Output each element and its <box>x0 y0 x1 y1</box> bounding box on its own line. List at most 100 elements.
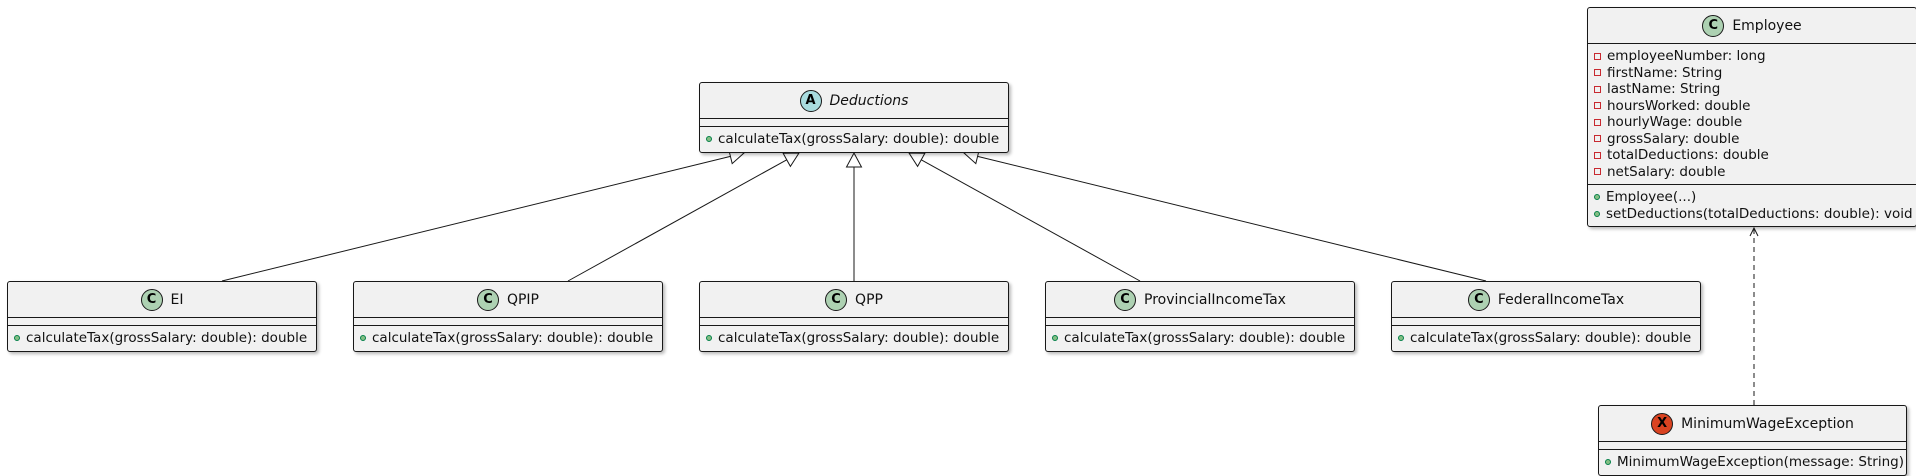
attribute-text: hourlyWage: double <box>1607 114 1743 131</box>
class-ei[interactable]: C EI calculateTax(grossSalary: double): … <box>7 281 317 352</box>
public-visibility-icon <box>14 335 20 342</box>
method-section: calculateTax(grossSalary: double): doubl… <box>1392 325 1700 351</box>
abstract-class-badge-icon: A <box>799 89 822 112</box>
class-qpip[interactable]: C QPIP calculateTax(grossSalary: double)… <box>353 281 663 352</box>
class-header: C QPP <box>700 282 1008 317</box>
class-name: ProvincialIncomeTax <box>1144 291 1286 308</box>
attribute-section <box>1599 441 1906 449</box>
method-section: Employee(...)setDeductions(totalDeductio… <box>1588 184 1916 226</box>
class-name: MinimumWageException <box>1681 415 1854 432</box>
attribute-section <box>354 317 662 325</box>
private-visibility-icon <box>1594 69 1601 77</box>
method-text: calculateTax(grossSalary: double): doubl… <box>718 330 1000 347</box>
public-visibility-icon <box>1605 459 1611 466</box>
inheritance-arrowhead-icon <box>908 152 926 168</box>
attribute-text: netSalary: double <box>1607 163 1726 180</box>
class-badge-icon: C <box>476 288 499 311</box>
inheritance-edge-qpip <box>567 159 787 282</box>
public-visibility-icon <box>360 335 366 342</box>
attribute-section <box>1392 317 1700 325</box>
public-visibility-icon <box>1052 335 1058 342</box>
method-row: Employee(...) <box>1594 189 1910 206</box>
method-text: calculateTax(grossSalary: double): doubl… <box>718 131 1000 148</box>
method-text: MinimumWageException(message: String) <box>1617 454 1904 471</box>
public-visibility-icon <box>1594 194 1600 201</box>
class-header: C Employee <box>1588 8 1916 43</box>
class-header: C EI <box>8 282 316 317</box>
public-visibility-icon <box>706 136 712 143</box>
attribute-row: totalDeductions: double <box>1594 147 1910 164</box>
class-name: FederalIncomeTax <box>1497 291 1625 308</box>
private-visibility-icon <box>1594 118 1601 126</box>
method-section: calculateTax(grossSalary: double): doubl… <box>700 325 1008 351</box>
attribute-text: lastName: String <box>1607 81 1721 98</box>
class-federal-income-tax[interactable]: C FederalIncomeTax calculateTax(grossSal… <box>1391 281 1701 352</box>
method-row: calculateTax(grossSalary: double): doubl… <box>1398 330 1694 347</box>
attribute-row: grossSalary: double <box>1594 131 1910 148</box>
class-provincial-income-tax[interactable]: C ProvincialIncomeTax calculateTax(gross… <box>1045 281 1355 352</box>
public-visibility-icon <box>1594 210 1600 217</box>
class-header: C ProvincialIncomeTax <box>1046 282 1354 317</box>
method-text: setDeductions(totalDeductions: double): … <box>1606 205 1913 222</box>
attribute-section <box>700 317 1008 325</box>
class-qpp[interactable]: C QPP calculateTax(grossSalary: double):… <box>699 281 1009 352</box>
method-row: calculateTax(grossSalary: double): doubl… <box>706 131 1002 148</box>
class-badge-icon: C <box>1114 288 1137 311</box>
attribute-row: lastName: String <box>1594 81 1910 98</box>
public-visibility-icon <box>706 335 712 342</box>
method-section: calculateTax(grossSalary: double): doubl… <box>8 325 316 351</box>
attribute-row: hoursWorked: double <box>1594 98 1910 115</box>
attribute-section <box>1046 317 1354 325</box>
class-header: A Deductions <box>700 83 1008 118</box>
attribute-row: employeeNumber: long <box>1594 48 1910 65</box>
class-name: Employee <box>1732 17 1802 34</box>
method-text: calculateTax(grossSalary: double): doubl… <box>1410 330 1692 347</box>
exception-badge-icon: X <box>1651 412 1674 435</box>
public-visibility-icon <box>1398 335 1404 342</box>
class-deductions[interactable]: A Deductions calculateTax(grossSalary: d… <box>699 82 1009 153</box>
attribute-section <box>8 317 316 325</box>
method-row: calculateTax(grossSalary: double): doubl… <box>1052 330 1348 347</box>
attribute-text: grossSalary: double <box>1607 130 1740 147</box>
class-name: QPP <box>855 291 883 308</box>
class-minimum-wage-exception[interactable]: X MinimumWageException MinimumWageExcept… <box>1598 405 1907 476</box>
private-visibility-icon <box>1594 102 1601 110</box>
inheritance-edge-federal <box>977 155 1487 282</box>
private-visibility-icon <box>1594 135 1601 143</box>
method-row: MinimumWageException(message: String) <box>1605 454 1904 471</box>
attribute-section <box>700 118 1008 126</box>
class-name: EI <box>170 291 184 308</box>
method-section: calculateTax(grossSalary: double): doubl… <box>700 126 1008 152</box>
attribute-row: hourlyWage: double <box>1594 114 1910 131</box>
class-header: C QPIP <box>354 282 662 317</box>
private-visibility-icon <box>1594 52 1601 60</box>
attribute-text: firstName: String <box>1607 64 1723 81</box>
private-visibility-icon <box>1594 168 1601 176</box>
method-row: calculateTax(grossSalary: double): doubl… <box>706 330 1002 347</box>
inheritance-arrowhead-icon <box>845 151 863 168</box>
attribute-row: netSalary: double <box>1594 164 1910 181</box>
attribute-text: employeeNumber: long <box>1607 48 1766 65</box>
inheritance-arrowhead-icon <box>782 152 800 168</box>
method-row: calculateTax(grossSalary: double): doubl… <box>14 330 310 347</box>
attribute-text: totalDeductions: double <box>1607 147 1769 164</box>
method-section: MinimumWageException(message: String) <box>1599 449 1906 475</box>
method-text: calculateTax(grossSalary: double): doubl… <box>26 330 308 347</box>
method-section: calculateTax(grossSalary: double): doubl… <box>354 325 662 351</box>
attribute-row: firstName: String <box>1594 65 1910 82</box>
method-row: setDeductions(totalDeductions: double): … <box>1594 205 1913 223</box>
class-badge-icon: C <box>140 288 163 311</box>
private-visibility-icon <box>1594 151 1601 159</box>
method-text: Employee(...) <box>1606 189 1697 206</box>
class-badge-icon: C <box>1467 288 1490 311</box>
inheritance-edge-ei <box>221 155 731 282</box>
method-text: calculateTax(grossSalary: double): doubl… <box>1064 330 1346 347</box>
class-badge-icon: C <box>1702 14 1725 37</box>
inheritance-edge-provincial <box>921 159 1141 282</box>
method-row: calculateTax(grossSalary: double): doubl… <box>360 330 656 347</box>
class-badge-icon: C <box>825 288 848 311</box>
method-section: calculateTax(grossSalary: double): doubl… <box>1046 325 1354 351</box>
